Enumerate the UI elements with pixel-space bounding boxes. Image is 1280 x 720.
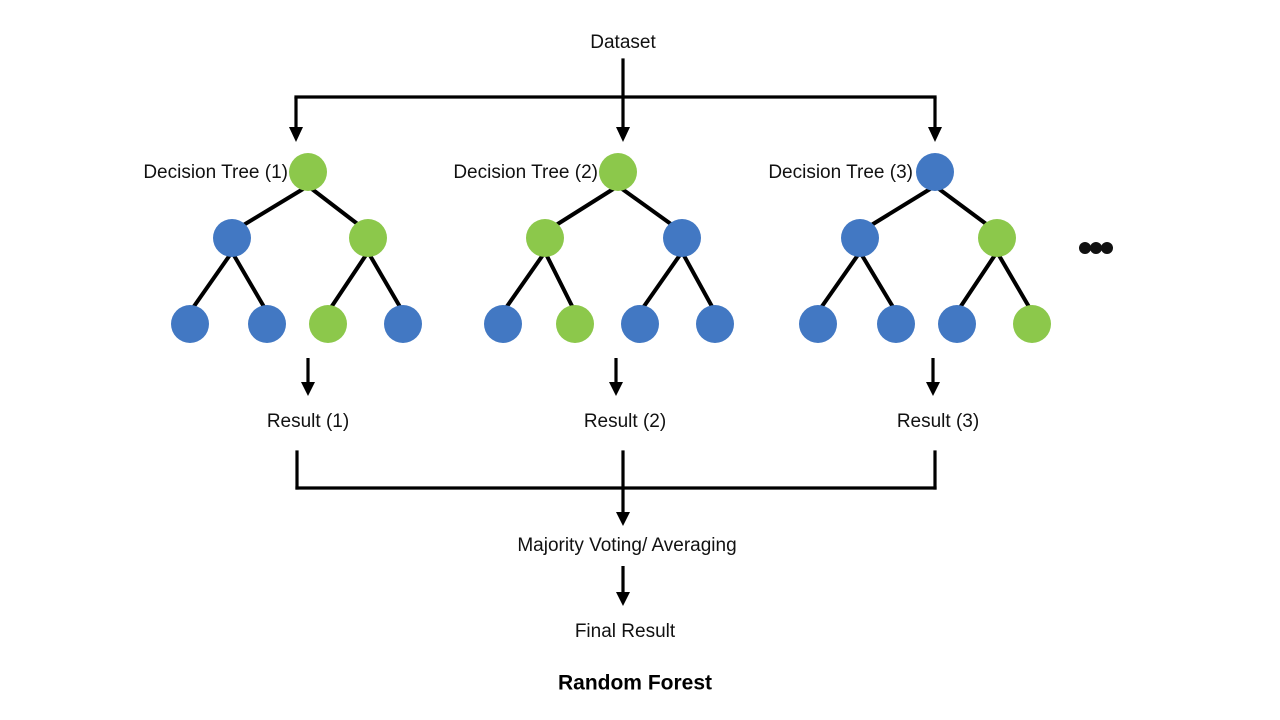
tree-1-edge-r-left xyxy=(326,250,370,314)
tree-3-edge-l-right xyxy=(858,250,898,314)
tree-2-leaf-node-4 xyxy=(696,305,734,343)
majority-voting-label: Majority Voting/ Averaging xyxy=(517,535,736,556)
tree-3-leaf-node-3 xyxy=(938,305,976,343)
decision-tree-1: Decision Tree (1) Result (1) xyxy=(143,153,422,432)
tree-2-edge-l-left xyxy=(501,250,547,314)
tree-1-level2-node-2 xyxy=(349,219,387,257)
tree-1-leaf-node-4 xyxy=(384,305,422,343)
tree-3-edge-l-left xyxy=(816,250,862,314)
tree-2-edge-r-right xyxy=(680,251,717,313)
decision-tree-3: Decision Tree (3) Result (3) xyxy=(768,153,1051,432)
dataset-arrowhead-2 xyxy=(616,127,630,142)
tree-2-leaf-node-1 xyxy=(484,305,522,343)
result-2-label: Result (2) xyxy=(584,411,666,432)
tree-2-result-arrowhead xyxy=(609,382,623,396)
tree-3-root-node xyxy=(916,153,954,191)
results-merge-bus xyxy=(295,450,937,526)
tree-2-edge-l-right xyxy=(543,251,577,313)
dataset-arrowhead-3 xyxy=(928,127,942,142)
tree-2-leaf-node-3 xyxy=(621,305,659,343)
tree-3-edge-r-left xyxy=(955,250,999,314)
final-result-label: Final Result xyxy=(575,621,676,642)
tree-1-result-arrowhead xyxy=(301,382,315,396)
tree-2-edge-r-left xyxy=(638,250,684,314)
decision-tree-3-label: Decision Tree (3) xyxy=(768,162,913,183)
final-arrowhead xyxy=(616,592,630,606)
tree-3-level2-node-2 xyxy=(978,219,1016,257)
ellipsis-dot-1 xyxy=(1079,242,1091,254)
dataset-arrowhead-1 xyxy=(289,127,303,142)
tree-3-result-arrowhead xyxy=(926,382,940,396)
tree-1-edge-r-right xyxy=(366,250,405,314)
decision-tree-2: Decision Tree (2) Result (2) xyxy=(453,153,734,432)
tree-1-edge-l-right xyxy=(230,250,269,314)
dataset-label: Dataset xyxy=(590,32,656,53)
tree-2-root-node xyxy=(599,153,637,191)
tree-3-edges xyxy=(816,184,1034,314)
decision-tree-1-label: Decision Tree (1) xyxy=(143,162,288,183)
result-3-label: Result (3) xyxy=(897,411,979,432)
tree-1-edge-l-left xyxy=(188,250,234,314)
tree-3-leaf-node-4 xyxy=(1013,305,1051,343)
tree-3-edge-r-right xyxy=(995,250,1034,314)
decision-tree-2-label: Decision Tree (2) xyxy=(453,162,598,183)
tree-2-leaf-node-2 xyxy=(556,305,594,343)
diagram-title: Random Forest xyxy=(558,672,712,695)
tree-2-level2-node-2 xyxy=(663,219,701,257)
tree-1-root-node xyxy=(289,153,327,191)
tree-2-level2-node-1 xyxy=(526,219,564,257)
tree-3-leaf-node-1 xyxy=(799,305,837,343)
final-result-arrow xyxy=(616,566,630,606)
tree-3-leaf-node-2 xyxy=(877,305,915,343)
ellipsis-dot-3 xyxy=(1101,242,1113,254)
tree-3-level2-node-1 xyxy=(841,219,879,257)
dataset-split-bus xyxy=(289,58,942,142)
more-trees-ellipsis-icon xyxy=(1079,242,1113,254)
tree-1-leaf-node-3 xyxy=(309,305,347,343)
tree-1-level2-node-1 xyxy=(213,219,251,257)
result-1-label: Result (1) xyxy=(267,411,349,432)
ellipsis-dot-2 xyxy=(1090,242,1102,254)
tree-1-leaf-node-1 xyxy=(171,305,209,343)
merge-arrowhead xyxy=(616,512,630,526)
tree-1-leaf-node-2 xyxy=(248,305,286,343)
